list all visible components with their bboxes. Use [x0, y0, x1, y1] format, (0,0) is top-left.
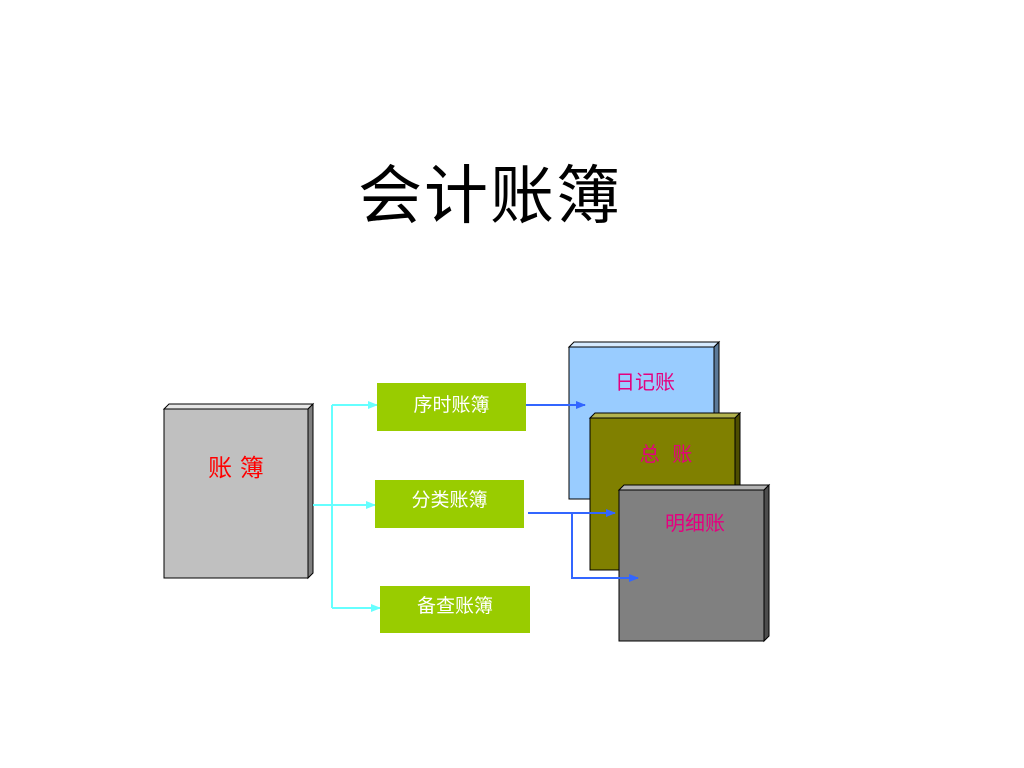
category-label-sequential: 序时账簿 [413, 394, 490, 416]
root-label: 账 簿 [208, 454, 264, 482]
page-title: 会计账簿 [358, 160, 622, 234]
journal-label: 日记账 [615, 370, 675, 394]
book-arrows [526, 401, 639, 582]
category-label-memo: 备查账簿 [416, 595, 493, 617]
category-box-memo [380, 586, 530, 633]
category-box-sequential [377, 383, 526, 431]
category-box-classified [375, 480, 524, 528]
detail-label: 明细账 [665, 511, 725, 535]
category-label-classified: 分类账簿 [411, 489, 488, 511]
arrow-to-detail [571, 513, 639, 582]
ledger-label: 总 账 [639, 442, 693, 466]
root-box [162, 402, 315, 580]
tree-connector [313, 401, 381, 612]
detail-box [617, 483, 771, 643]
